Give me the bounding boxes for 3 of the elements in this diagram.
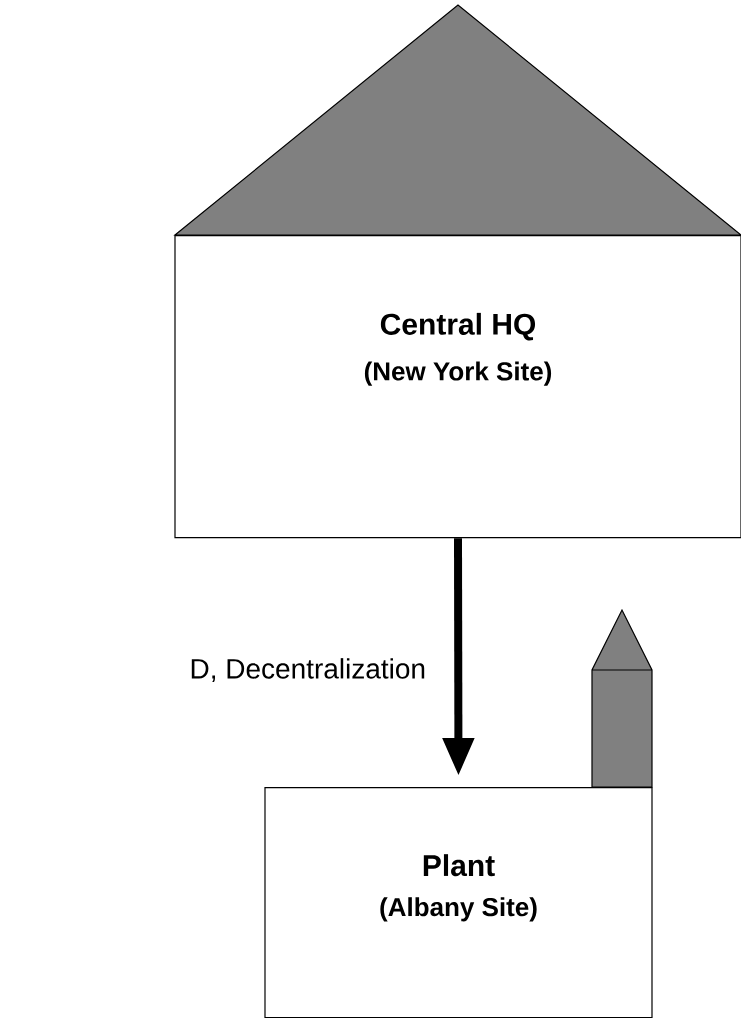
- building-box: Plant (Albany Site): [264, 787, 653, 1018]
- edge-label: D, Decentralization: [191, 658, 425, 682]
- building-box: Central HQ (New York Site): [174, 235, 741, 539]
